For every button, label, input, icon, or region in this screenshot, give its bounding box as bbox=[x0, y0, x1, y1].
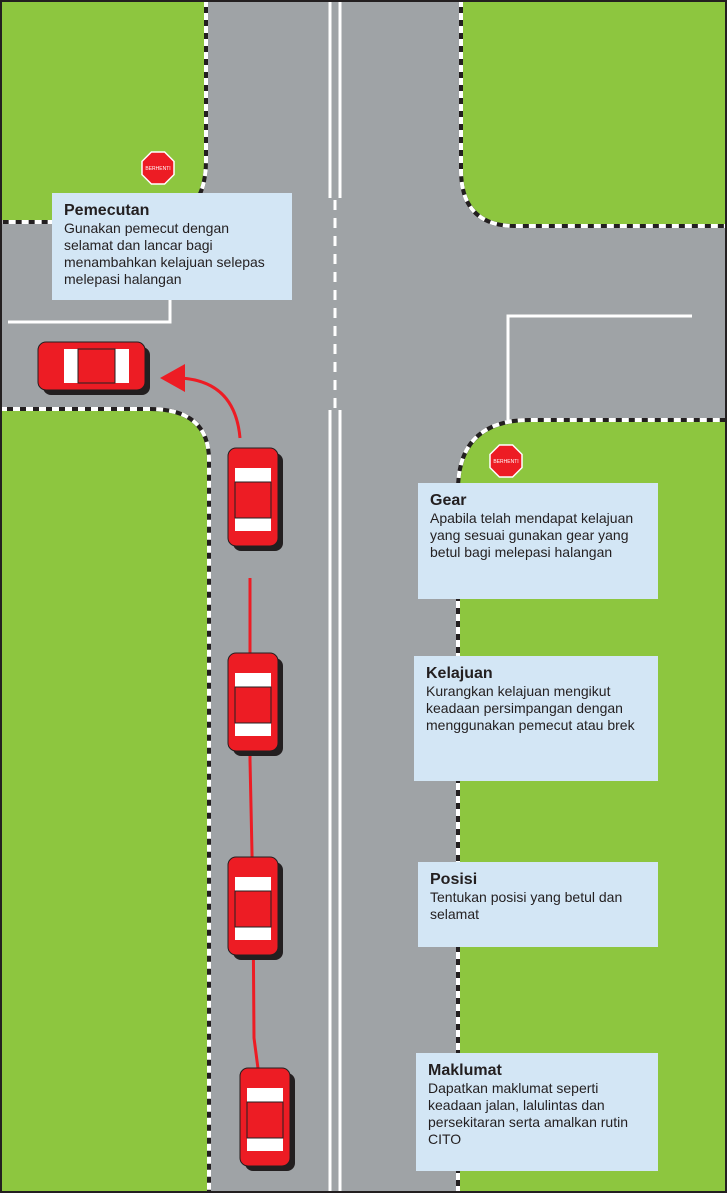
info-text: Gunakan pemecut dengan selamat dan lanca… bbox=[64, 220, 265, 287]
info-text: Apabila telah mendapat kelajuan yang ses… bbox=[430, 510, 634, 560]
info-title: Maklumat bbox=[428, 1062, 502, 1079]
car-approach-4 bbox=[239, 1067, 295, 1171]
info-box-posisi: Posisi Tentukan posisi yang betul dan se… bbox=[418, 862, 658, 947]
info-box-pemecutan: Pemecutan Gunakan pemecut dengan selamat… bbox=[52, 193, 292, 300]
road-markings bbox=[8, 0, 692, 1193]
info-title: Kelajuan bbox=[426, 665, 493, 682]
info-text: Dapatkan maklumat seperti keadaan jalan,… bbox=[428, 1080, 628, 1147]
info-title: Posisi bbox=[430, 871, 478, 888]
stop-sign-label: BERHENTI bbox=[493, 459, 518, 465]
info-title: Pemecutan bbox=[64, 202, 150, 219]
info-box-gear: Gear Apabila telah mendapat kelajuan yan… bbox=[418, 483, 658, 599]
info-box-kelajuan: Kelajuan Kurangkan kelajuan mengikut kea… bbox=[414, 656, 658, 781]
stop-sign-right: BERHENTI bbox=[489, 444, 523, 478]
grass-top-left bbox=[0, 0, 206, 222]
grass-bottom-right bbox=[458, 420, 727, 1193]
car-approach-1 bbox=[227, 447, 283, 551]
car-approach-2 bbox=[227, 652, 283, 756]
car-approach-3 bbox=[227, 856, 283, 960]
info-title: Gear bbox=[430, 492, 467, 509]
info-text: Kurangkan kelajuan mengikut keadaan pers… bbox=[426, 683, 635, 733]
turn-arrow-head bbox=[160, 364, 185, 392]
info-box-maklumat: Maklumat Dapatkan maklumat seperti keada… bbox=[416, 1053, 658, 1171]
grass-bottom-left bbox=[0, 409, 209, 1193]
car-turned-left bbox=[37, 341, 150, 395]
info-text: Tentukan posisi yang betul dan selamat bbox=[430, 889, 623, 922]
grass-top-right bbox=[461, 0, 727, 226]
stop-sign-label: BERHENTI bbox=[145, 166, 170, 172]
stop-sign-top-left: BERHENTI bbox=[141, 151, 175, 185]
